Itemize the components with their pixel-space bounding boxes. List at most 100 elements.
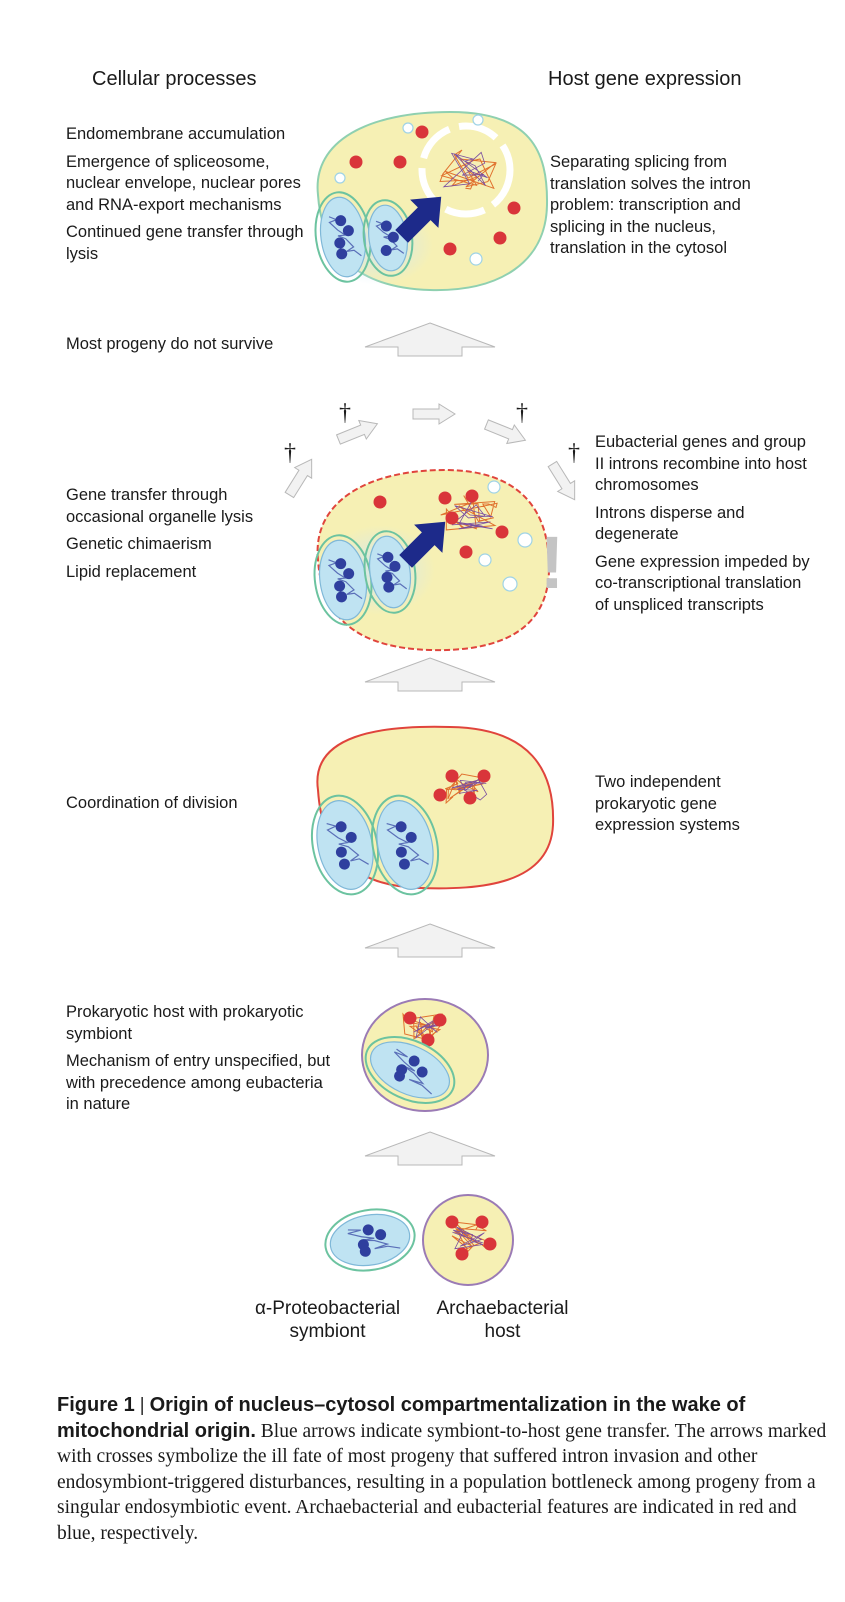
stage5-symbiont-left-ribosome bbox=[342, 225, 354, 237]
progeny-arrow-left-high-shape bbox=[335, 419, 379, 445]
stage5-symbiont-left-ribosome bbox=[335, 215, 347, 227]
stage4-symbiont-left-ribosome bbox=[343, 568, 355, 580]
caption-figure-label: Figure 1 bbox=[57, 1394, 135, 1416]
stage4-symbiont-left bbox=[313, 534, 373, 626]
stage5-symbiont-right-ribosome bbox=[380, 220, 392, 232]
stage4-symbiont-left-ribosome bbox=[334, 580, 346, 592]
header-host-gene-expression: Host gene expression bbox=[548, 68, 742, 90]
stage4-expression-1: Eubacterial genes and group II introns r… bbox=[595, 433, 807, 494]
stage1-symbiont-ribosome bbox=[359, 1245, 371, 1257]
stage5-process-3: Continued gene transfer through lysis bbox=[66, 223, 304, 263]
header-cellular-processes: Cellular processes bbox=[92, 68, 257, 90]
caption-title: Origin of nucleus–cytosol compartmentali… bbox=[57, 1394, 746, 1442]
stage5-nucleus-genome-strands-secondary bbox=[442, 151, 488, 188]
stage3-symbiont-right-ribosome bbox=[405, 831, 417, 843]
stage1-symbiont-ribosome bbox=[375, 1229, 387, 1241]
progeny-arrow-left-low-shape bbox=[284, 458, 313, 499]
stage3-host-ribosome bbox=[433, 788, 447, 802]
stage3-symbiont-left-ribosome bbox=[335, 821, 347, 833]
stage5-vesicle bbox=[402, 122, 414, 134]
stage3-symbiont-right-ribosome bbox=[398, 858, 410, 870]
stage5-cytosol-ribosome bbox=[349, 155, 363, 169]
stage3-host-ribosome bbox=[477, 769, 491, 783]
stage4-symbiont-right-ribosome bbox=[381, 571, 393, 583]
symbiont-label: α-Proteobacterial symbiont bbox=[254, 1298, 401, 1342]
progeny-arrow-right-low-shape bbox=[547, 460, 576, 501]
stage4-expression-2: Introns disperse and degenerate bbox=[595, 503, 745, 544]
stage2-host-ribosome bbox=[433, 1013, 447, 1027]
progeny-arrow-top-shape bbox=[412, 403, 456, 425]
stage5-vesicle bbox=[334, 172, 346, 184]
stage1-host-ribosome bbox=[445, 1215, 459, 1229]
stage3-process-1: Coordination of division bbox=[66, 794, 238, 812]
stage4-symbiont-right-outer-membrane bbox=[363, 530, 417, 614]
stage3-symbiont-right-genome bbox=[386, 823, 429, 865]
progeny-arrow-left-high-cross: † bbox=[339, 400, 351, 426]
stage4-process-2: Genetic chimaerism bbox=[66, 535, 212, 553]
stage3-host-ribosome bbox=[463, 791, 477, 805]
stage3-symbiont-right-inner-membrane bbox=[376, 800, 434, 890]
figure-caption: Figure 1 | Origin of nucleus–cytosol com… bbox=[57, 1393, 827, 1546]
stage4-vesicle bbox=[487, 480, 501, 494]
stage3-cellular-text: Coordination of division bbox=[66, 793, 286, 821]
stage5-symbiont-right-genome bbox=[375, 220, 405, 254]
host-label: Archaebacterial host bbox=[436, 1298, 569, 1342]
stage2-host-ribosome bbox=[421, 1033, 435, 1047]
stage2-process-2: Mechanism of entry unspecified, but with… bbox=[66, 1052, 331, 1113]
stage5-symbiont-left-ribosome bbox=[334, 237, 346, 249]
stage2-host-ribosome bbox=[403, 1011, 417, 1025]
progeny-arrow-right-high-shape bbox=[483, 419, 527, 445]
stage4-symbiont-right-ribosome bbox=[389, 560, 401, 572]
stage1-symbiont-outer-membrane bbox=[324, 1208, 416, 1272]
progeny-arrow-right-low bbox=[547, 460, 576, 501]
stage4-host-genome-strands-secondary bbox=[451, 500, 494, 530]
stage5-process-2: Emergence of spliceosome, nuclear envelo… bbox=[66, 152, 301, 214]
stage3-symbiont-right bbox=[371, 794, 439, 896]
stage4-host-ribosome bbox=[465, 489, 479, 503]
stage5-symbiont-right-ribosome bbox=[387, 231, 399, 243]
stage4-cellular-text: Gene transfer through occasional organel… bbox=[66, 485, 286, 589]
stage4-host-ribosome bbox=[373, 495, 387, 509]
cells bbox=[311, 110, 555, 1286]
stage2-host-genome-strands bbox=[402, 1012, 444, 1042]
progeny-arrow-right-high-cross: † bbox=[516, 400, 528, 426]
stage4-vesicle bbox=[517, 532, 533, 548]
stage4-process-3: Lipid replacement bbox=[66, 562, 197, 581]
progeny-arrow-right-low-cross: † bbox=[568, 440, 580, 466]
stage-arrow-3-to-4 bbox=[364, 657, 496, 692]
stage4-symbiont-left-ribosome bbox=[335, 558, 347, 570]
bottleneck-note: Most progeny do not survive bbox=[66, 335, 274, 353]
stage5-cytosol-ribosome bbox=[493, 231, 507, 245]
stage3-symbiont-right-ribosome bbox=[395, 846, 407, 858]
stage5-expression-1: Separating splicing from translation sol… bbox=[550, 153, 751, 257]
stage4-symbiont-right-ribosome bbox=[383, 581, 395, 593]
caption-body: Blue arrows indicate symbiont-to-host ge… bbox=[57, 1420, 827, 1544]
stage5-expression-text: Separating splicing from translation sol… bbox=[550, 152, 780, 266]
stage5-vesicle bbox=[469, 252, 483, 266]
stage3-symbiont-left-genome bbox=[326, 823, 369, 865]
stage5-nuclear-envelope bbox=[418, 122, 514, 218]
stage3-symbiont-right-outer-membrane bbox=[371, 794, 439, 896]
stage4-symbiont-left-genome bbox=[327, 559, 363, 600]
stage3-symbiont-right-ribosome bbox=[395, 821, 407, 833]
stage5-cytosol-ribosome bbox=[415, 125, 429, 139]
stage5-symbiont-right bbox=[362, 199, 414, 277]
stage1-host-genome-strands-secondary bbox=[452, 1226, 485, 1250]
stage5-nucleus-genome-strands bbox=[439, 149, 497, 190]
stage5-transfer-arrow-shape bbox=[395, 196, 442, 243]
progeny-arrow-top bbox=[412, 403, 456, 425]
stage3-host-ribosome bbox=[445, 769, 459, 783]
stage-arrows bbox=[364, 322, 496, 1166]
stage5-symbiont-left-genome bbox=[328, 216, 362, 257]
progeny-arrow-left-low-cross: † bbox=[284, 440, 296, 466]
stage3-symbiont-left-ribosome bbox=[338, 858, 350, 870]
stage3-symbiont-left-ribosome bbox=[345, 831, 357, 843]
stage4-symbiont-right-genome bbox=[376, 553, 408, 590]
stage3-symbiont-left-outer-membrane bbox=[311, 794, 379, 896]
stage1-host-ribosome bbox=[455, 1247, 469, 1261]
stage5-symbiont-right-ribosome bbox=[380, 244, 392, 256]
stage5-symbiont-left-inner-membrane bbox=[319, 196, 367, 278]
progeny-arrows: !†††† bbox=[284, 400, 580, 604]
stage4-host-ribosome bbox=[459, 545, 473, 559]
stage5-symbiont-left-ribosome bbox=[336, 248, 348, 260]
